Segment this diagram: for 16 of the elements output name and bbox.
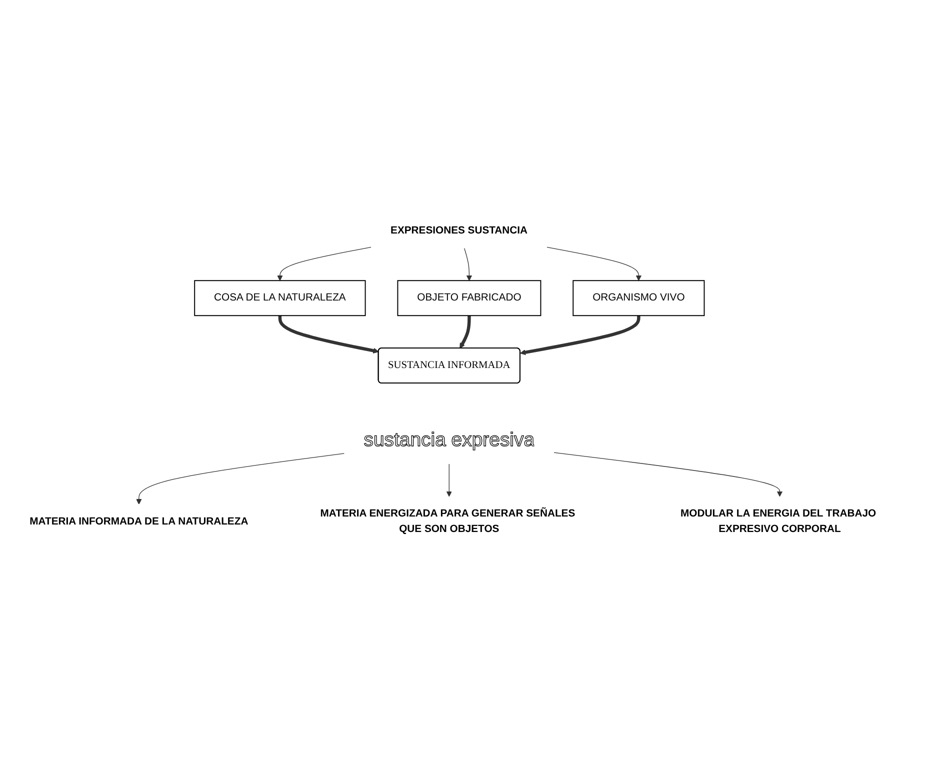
arrow [464, 248, 472, 282]
arrow [136, 454, 345, 505]
arrow [460, 316, 471, 349]
arrow [554, 452, 783, 498]
node-box: COSA DE LA NATURALEZA [194, 280, 366, 316]
arrow [277, 247, 372, 282]
arrow [278, 316, 379, 354]
node-text: EXPRESIONES SUSTANCIA [390, 225, 528, 236]
node-text: MATERIA ENERGIZADA PARA GENERAR SEÑALES QUE SON OBJETOS [320, 508, 576, 536]
node-box: OBJETO FABRICADO [397, 280, 542, 316]
node-box: ORGANISMO VIVO [572, 280, 705, 316]
node-text: sustancia expresiva [364, 429, 535, 451]
node-text: MATERIA INFORMADA DE LA NATURALEZA [30, 516, 248, 528]
arrow [546, 247, 642, 282]
node-text: MODULAR LA ENERGIA DEL TRABAJO EXPRESIVO CORPORAL [680, 508, 876, 536]
arrow [446, 464, 452, 498]
